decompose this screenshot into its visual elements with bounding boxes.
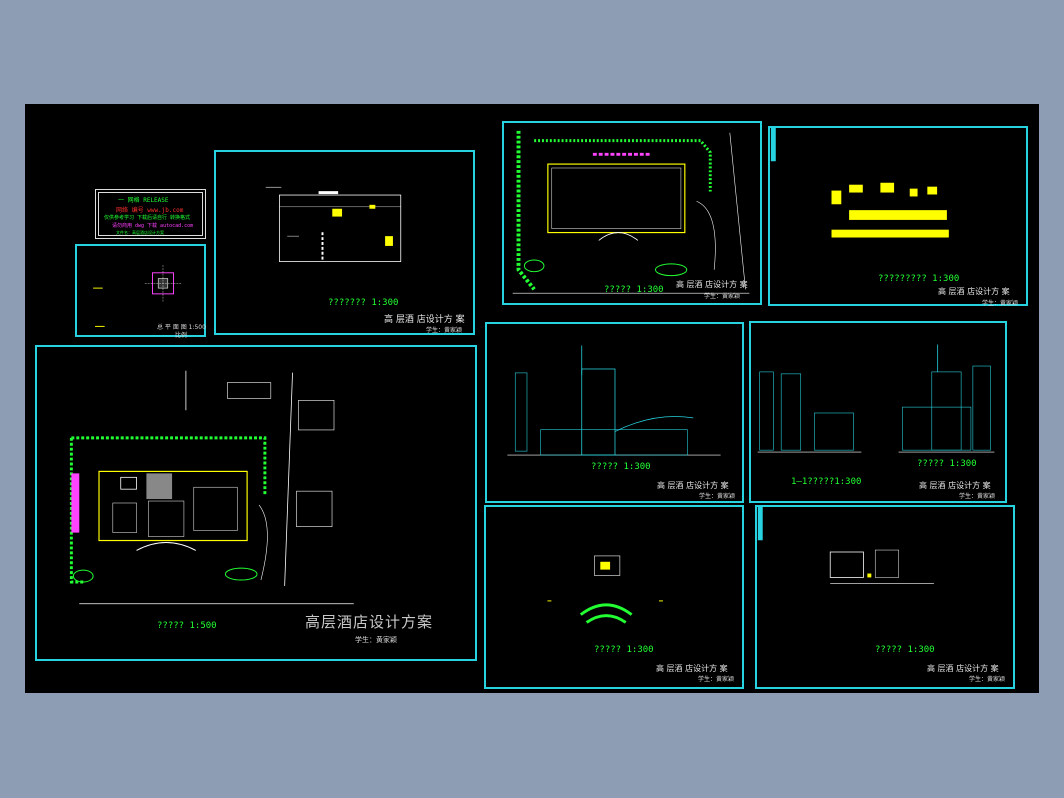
- sheet1-caption: 总 平 面 图 1:500: [157, 324, 206, 331]
- sheet3-title: 高 层酒 店设计方 案: [676, 280, 748, 289]
- sheet-floor-plan-1[interactable]: ??????? 1:300 高 层酒 店设计方 案 学生：黄家颖: [214, 150, 475, 335]
- sheet8-sub: 学生：黄家颖: [698, 676, 735, 683]
- sheet9-title: 高 层酒 店设计方 案: [927, 664, 999, 673]
- cad-drawing-canvas[interactable]: 一 网格 RELEASE 网络 编号 www.jb.com 仅供参考学习 下载后…: [25, 104, 1039, 693]
- sheet3-sub: 学生：黄家颖: [704, 293, 741, 300]
- sheet4-scale: ????????? 1:300: [878, 274, 960, 284]
- sheet-site-plan-main[interactable]: ????? 1:500 高层酒店设计方案 学生：黄家颖: [35, 345, 477, 661]
- sheet8-scale: ????? 1:300: [594, 645, 654, 655]
- sheet2-title: 高 层酒 店设计方 案: [384, 315, 465, 325]
- sheet3-scale: ????? 1:300: [604, 285, 664, 295]
- release-line-2: 网络 编号 www.jb.com: [116, 207, 184, 214]
- release-line-3: 仅供参考学习 下载后请自行 转换格式: [104, 215, 191, 221]
- sheet7-scale: ????? 1:300: [917, 459, 977, 469]
- sheet6-scale: ????? 1:300: [591, 462, 651, 472]
- sheet-detail-small[interactable]: 总 平 面 图 1:500 比例: [75, 244, 206, 339]
- sheet6-title: 高 层酒 店设计方 案: [657, 481, 729, 490]
- sheet9-scale: ????? 1:300: [875, 645, 935, 655]
- sheet4-title: 高 层酒 店设计方 案: [938, 287, 1010, 296]
- sheet-site-plan-top[interactable]: ????? 1:300 高 层酒 店设计方 案 学生：黄家颖: [502, 121, 762, 305]
- sheet6-sub: 学生：黄家颖: [699, 493, 736, 500]
- sheet4-sub: 学生：黄家颖: [982, 300, 1019, 307]
- sheet5-scale: ????? 1:500: [157, 621, 217, 631]
- release-line-4: 请勿商用 dwg 下载 autocad.com: [112, 223, 194, 229]
- sheet-floor-plan-2[interactable]: ????? 1:300 高 层酒 店设计方 案 学生：黄家颖: [484, 505, 744, 689]
- sheet8-title: 高 层酒 店设计方 案: [656, 664, 728, 673]
- sheet-schedule[interactable]: ????????? 1:300 高 层酒 店设计方 案 学生：黄家颖: [768, 126, 1028, 307]
- release-line-1: 一 网格 RELEASE: [118, 197, 169, 204]
- sheet5-sub: 学生：黄家颖: [355, 636, 397, 644]
- release-line-5: 文件名：高层酒店设计方案: [116, 230, 164, 235]
- release-info-block: 一 网格 RELEASE 网络 编号 www.jb.com 仅供参考学习 下载后…: [95, 189, 206, 239]
- sheet-elevation-1[interactable]: ????? 1:300 高 层酒 店设计方 案 学生：黄家颖: [485, 322, 744, 503]
- sheet9-sub: 学生：黄家颖: [969, 676, 1006, 683]
- sheet-floor-plan-3[interactable]: ????? 1:300 高 层酒 店设计方 案 学生：黄家颖: [755, 505, 1015, 689]
- sheet-elevation-section[interactable]: ????? 1:300 1—1?????1:300 高 层酒 店设计方 案 学生…: [749, 321, 1007, 503]
- sheet7-title: 高 层酒 店设计方 案: [919, 481, 991, 490]
- sheet5-title: 高层酒店设计方案: [305, 613, 434, 631]
- sheet7-scale2: 1—1?????1:300: [791, 477, 862, 487]
- sheet2-scale: ??????? 1:300: [328, 298, 399, 308]
- sheet1-sub: 比例: [175, 332, 188, 339]
- sheet2-sub: 学生：黄家颖: [426, 327, 463, 334]
- sheet7-sub: 学生：黄家颖: [959, 493, 996, 500]
